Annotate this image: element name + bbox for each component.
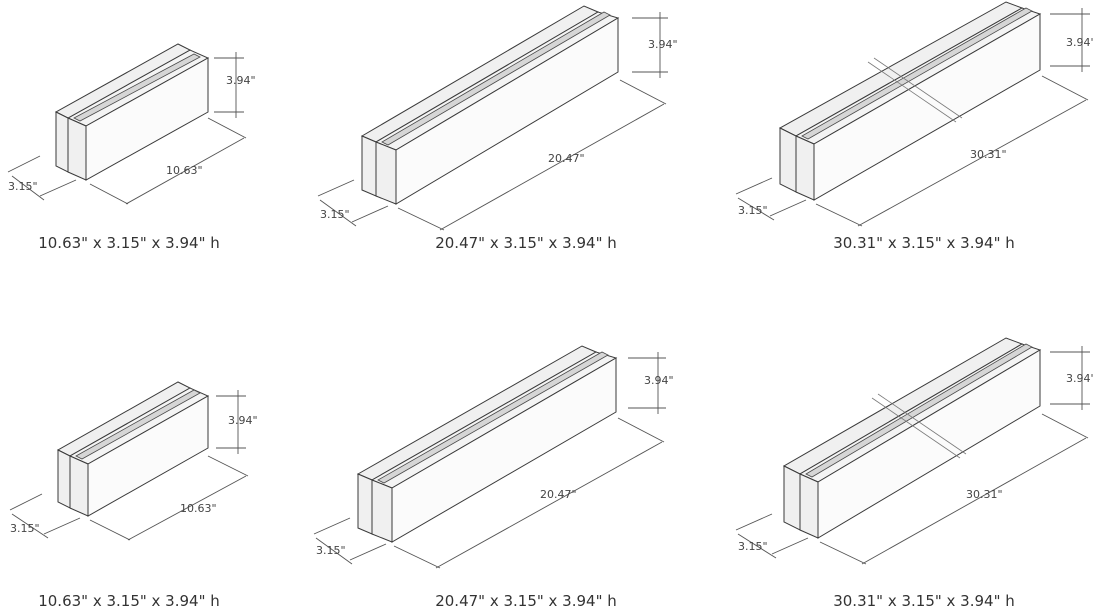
width-label: 3.15" [8, 180, 38, 193]
length-label: 20.47" [540, 488, 577, 501]
block-diagram-1: 3.94" 10.63" 3.15" [7, 43, 256, 205]
length-label: 20.47" [548, 152, 585, 165]
block-caption-1: 10.63" x 3.15" x 3.94" h [38, 234, 220, 252]
width-label: 3.15" [738, 204, 768, 217]
block-diagram-3: 3.94' 30.31" 3.15" [735, 1, 1094, 227]
block-caption-4: 10.63" x 3.15" x 3.94" h [38, 592, 220, 610]
block-caption-2: 20.47" x 3.15" x 3.94" h [435, 234, 617, 252]
length-label: 30.31" [966, 488, 1003, 501]
height-label: 3.94" [644, 374, 674, 387]
width-label: 3.15" [738, 540, 768, 553]
block-diagram-6: 3.94' 30.31" 3.15" [735, 337, 1094, 565]
length-label: 10.63" [166, 164, 203, 177]
length-label: 10.63" [180, 502, 217, 515]
width-label: 3.15" [320, 208, 350, 221]
height-label: 3.94" [228, 414, 258, 427]
block-caption-6: 30.31" x 3.15" x 3.94" h [833, 592, 1015, 610]
height-label: 3.94' [1066, 372, 1094, 385]
block-caption-5: 20.47" x 3.15" x 3.94" h [435, 592, 617, 610]
width-label: 3.15" [10, 522, 40, 535]
block-diagram-2: 3.94" 20.47" 3.15" [317, 5, 678, 231]
width-label: 3.15" [316, 544, 346, 557]
height-label: 3.94" [226, 74, 256, 87]
length-label: 30.31" [970, 148, 1007, 161]
height-label: 3.94' [1066, 36, 1094, 49]
block-diagram-5: 3.94" 20.47" 3.15" [313, 345, 674, 569]
height-label: 3.94" [648, 38, 678, 51]
block-diagram-4: 3.94" 10.63" 3.15" [9, 381, 258, 541]
block-caption-3: 30.31" x 3.15" x 3.94" h [833, 234, 1015, 252]
